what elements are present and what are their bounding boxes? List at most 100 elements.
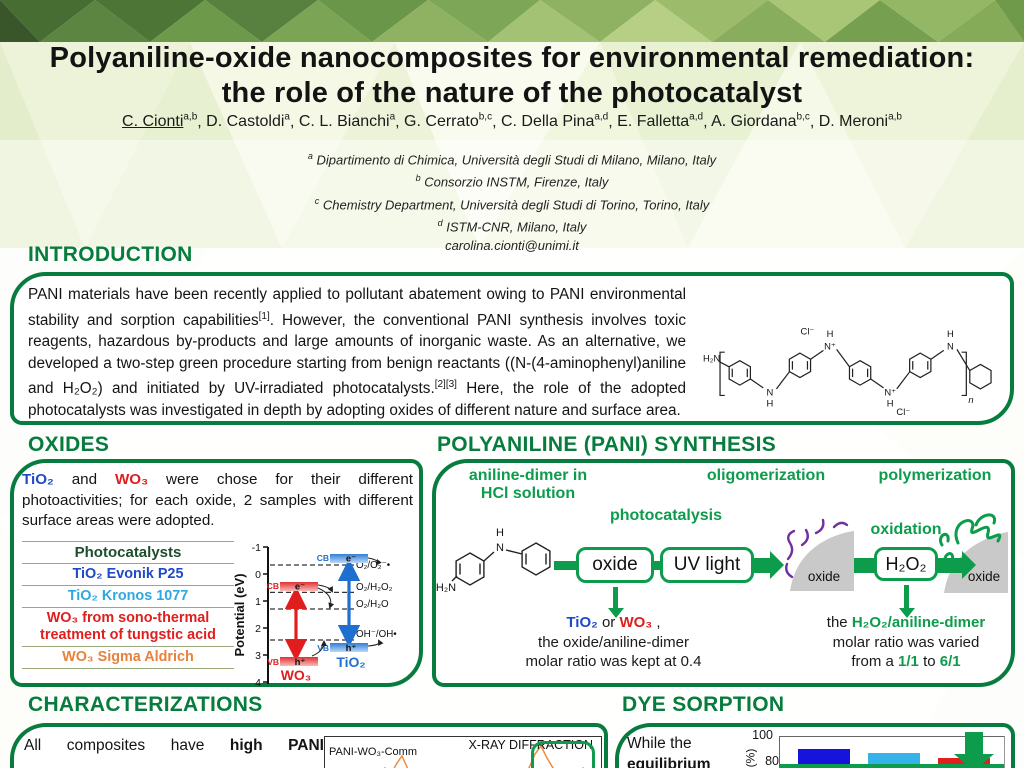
author: D. Castoldia (206, 112, 290, 131)
table-row: WO₃ from sono-thermal treatment of tungs… (22, 608, 234, 647)
svg-text:H: H (766, 398, 773, 409)
svg-text:2: 2 (255, 623, 261, 635)
oxide-ratio-note: TiO₂ or WO₃ , the oxide/aniline-dimer mo… (525, 614, 702, 670)
label-oxidation: oxidation (870, 521, 942, 538)
xrd-panel: X-RAY DIFFRACTION PANI-WO₃-Comm (324, 736, 602, 768)
svg-text:O₂/H₂O: O₂/H₂O (356, 599, 389, 610)
characterizations-paragraph: All composites have high PANI (24, 737, 324, 754)
author: D. Meronia,b (818, 112, 902, 131)
pani-structure-figure: H₂N Cl⁻ Cl⁻ N H N⁺ H N⁺ H N H n (696, 324, 996, 418)
svg-text:TiO₂: TiO₂ (336, 654, 365, 670)
arrow-down-icon (954, 732, 994, 768)
aniline-dimer-structure: N H H₂N (436, 527, 551, 594)
step-label-oligomerization: oligomerization (706, 467, 826, 484)
svg-text:N⁺: N⁺ (824, 340, 836, 351)
svg-text:H₂N: H₂N (436, 582, 456, 594)
svg-text:h⁺: h⁺ (295, 657, 306, 668)
svg-text:N: N (496, 542, 504, 554)
uv-light-step-box: UV light (660, 547, 754, 583)
xrd-series-label: PANI-WO₃-Comm (329, 746, 417, 758)
svg-text:oxide: oxide (808, 569, 840, 584)
connector (554, 561, 578, 570)
band-potential-diagram: -1 0 1 2 3 4 Potential (eV) O₂/O₂⁻• O₂/H… (234, 542, 397, 689)
affiliation-line: b Consorzio INSTM, Firenze, Italy (415, 173, 609, 190)
label-photocatalysis: photocatalysis (609, 507, 723, 524)
intro-paragraph: H₂N Cl⁻ Cl⁻ N H N⁺ H N⁺ H N H n PANI mat… (28, 284, 996, 421)
svg-text:WO₃: WO₃ (281, 667, 312, 683)
dye-sorption-box: While the equilibrium (%) 100 80 (615, 723, 1015, 768)
photocatalysts-table: Photocatalysts TiO₂ Evonik P25 TiO₂ Kron… (22, 540, 234, 693)
svg-text:H₂N: H₂N (703, 353, 720, 364)
svg-text:VB: VB (317, 643, 329, 653)
h2o2-step-box: H₂O₂ (874, 547, 938, 581)
contact-email: carolina.cionti@unimi.it (445, 238, 579, 254)
svg-text:H: H (887, 398, 894, 409)
svg-text:H: H (827, 328, 834, 339)
dye-green-line (780, 764, 1004, 768)
dye-bar-0 (798, 748, 850, 768)
arrow-down-icon (607, 587, 624, 618)
svg-text:VB: VB (267, 657, 279, 667)
dye-ytick-100: 100 (752, 728, 773, 742)
author: C. Ciontia,b (122, 112, 198, 131)
svg-text:N: N (766, 386, 773, 397)
xrd-highlight-box (531, 741, 595, 768)
connector (652, 561, 662, 570)
svg-text:n: n (968, 394, 973, 405)
affiliation-line: a Dipartimento di Chimica, Università de… (307, 151, 717, 168)
affiliation-line: c Chemistry Department, Università degli… (314, 195, 710, 212)
poster-title-line2: the role of the nature of the photocatal… (221, 77, 803, 109)
svg-text:Cl⁻: Cl⁻ (896, 406, 910, 417)
svg-text:O₂/H₂O₂: O₂/H₂O₂ (356, 582, 393, 593)
authors-line: C. Ciontia,b, D. Castoldia, C. L. Bianch… (122, 112, 902, 131)
svg-text:e⁻: e⁻ (295, 581, 305, 592)
oxide-step-box: oxide (576, 547, 654, 583)
svg-text:Cl⁻: Cl⁻ (801, 325, 815, 336)
affiliation-line: d ISTM-CNR, Milano, Italy (437, 217, 587, 235)
table-row: TiO₂ Kronos 1077 (22, 586, 234, 608)
introduction-box: H₂N Cl⁻ Cl⁻ N H N⁺ H N⁺ H N H n PANI mat… (10, 272, 1014, 425)
svg-text:1: 1 (255, 596, 261, 608)
svg-text:N: N (947, 340, 954, 351)
table-header: Photocatalysts (22, 540, 234, 564)
oligomer-on-oxide-figure: oxide (784, 518, 854, 591)
affiliations: a Dipartimento di Chimica, Università de… (0, 147, 1024, 255)
oxides-heading: OXIDES (28, 433, 110, 456)
svg-text:CB: CB (317, 553, 329, 563)
h2o2-ratio-note: the H₂O₂/aniline-dimer molar ratio was v… (826, 614, 986, 670)
svg-text:H: H (496, 527, 504, 539)
svg-text:N⁺: N⁺ (884, 386, 896, 397)
step-label-polymerization: polymerization (878, 467, 992, 484)
svg-text:4: 4 (255, 677, 261, 689)
table-row: WO₃ Sigma Aldrich (22, 647, 234, 669)
svg-text:e⁻: e⁻ (346, 553, 356, 564)
svg-text:0: 0 (255, 569, 261, 581)
svg-text:CB: CB (267, 581, 279, 591)
dye-sorption-chart (779, 732, 1005, 768)
introduction-heading: INTRODUCTION (28, 243, 193, 266)
svg-text:O₂/O₂⁻•: O₂/O₂⁻• (356, 560, 391, 571)
author: C. Della Pinaa,d (500, 112, 609, 131)
oxides-box: TiO₂ and WO₃ were chose for their differ… (10, 459, 423, 689)
poster-title-line1: Polyaniline-oxide nanocomposites for env… (49, 42, 975, 74)
characterizations-heading: CHARACTERIZATIONS (28, 693, 263, 716)
dye-paragraph: While the equilibrium (627, 735, 711, 768)
oxides-paragraph: TiO₂ and WO₃ were chose for their differ… (22, 471, 414, 529)
synthesis-heading: POLYANILINE (PANI) SYNTHESIS (437, 433, 777, 456)
dye-ytick-80: 80 (765, 754, 779, 768)
dye-sorption-heading: DYE SORPTION (622, 693, 785, 716)
arrow-down-icon (898, 585, 915, 618)
author: A. Giordanab,c (711, 112, 810, 131)
author: E. Fallettaa,d (617, 112, 704, 131)
svg-text:H: H (947, 328, 954, 339)
author: C. L. Bianchia (298, 112, 396, 131)
svg-text:h⁺: h⁺ (346, 643, 357, 654)
author: G. Cerratob,c (404, 112, 493, 131)
table-row: TiO₂ Evonik P25 (22, 564, 234, 586)
characterizations-box: All composites have high PANI X-RAY DIFF… (10, 723, 608, 768)
svg-text:3: 3 (255, 650, 261, 662)
svg-text:-1: -1 (252, 542, 261, 554)
